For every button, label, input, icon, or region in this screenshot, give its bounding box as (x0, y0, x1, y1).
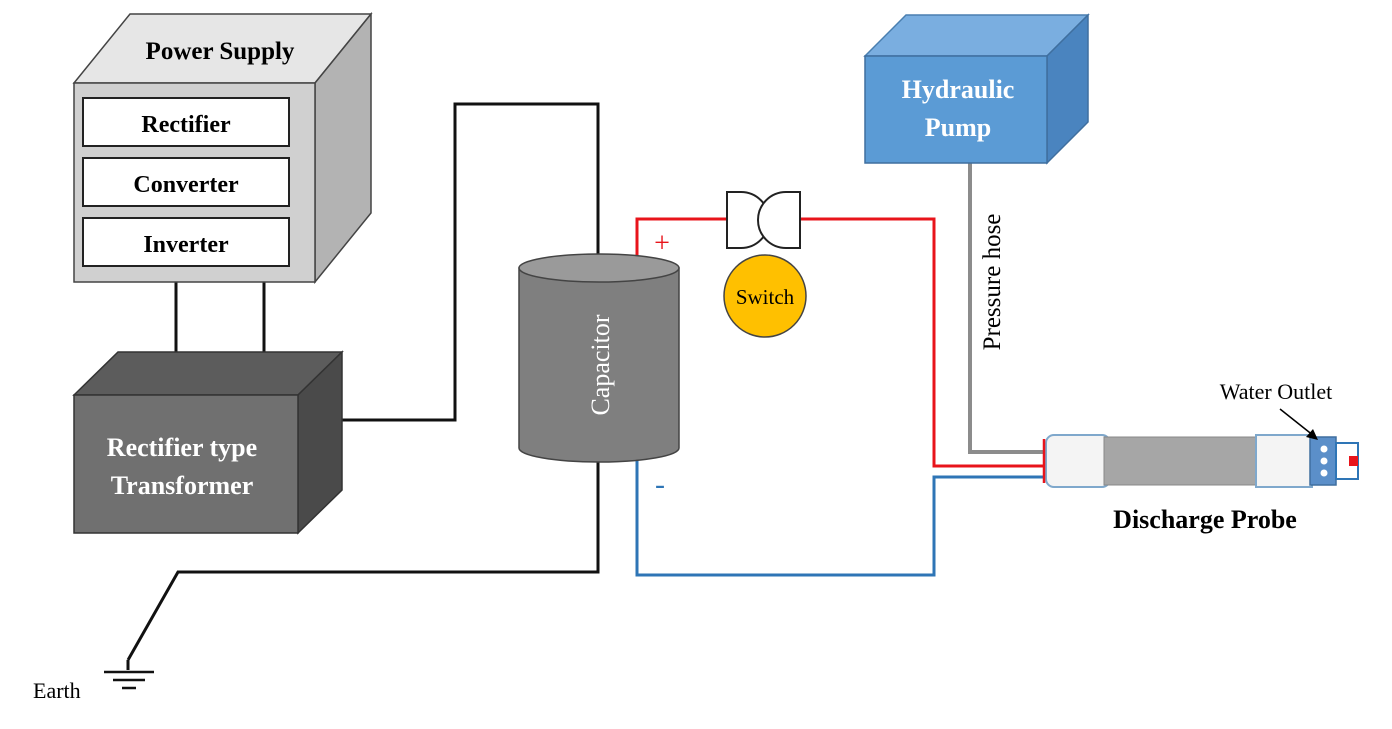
water-outlet-label: Water Outlet (1220, 379, 1332, 404)
pump-front-face (864, 55, 1048, 164)
transformer-front-face (73, 394, 299, 534)
switch-label: Switch (736, 285, 795, 309)
outlet-hole (1320, 445, 1328, 453)
probe-right-segment (1255, 434, 1313, 488)
wires (126, 102, 1048, 661)
positive-wire-left (635, 217, 731, 262)
discharge-probe: Discharge Probe (1042, 434, 1359, 534)
pressure-hose (968, 160, 1048, 454)
probe-left-segment (1045, 434, 1111, 488)
inverter-module (82, 217, 290, 267)
outlet-hole (1320, 469, 1328, 477)
power-supply-title: Power Supply (146, 38, 295, 65)
outlet-hole (1320, 457, 1328, 465)
rectifier-transformer: Rectifier type Transformer (72, 350, 344, 535)
converter-module (82, 157, 290, 207)
converter-module-label: Converter (133, 172, 239, 198)
negative-wire (635, 455, 1048, 577)
probe-electrode-tip (1349, 456, 1358, 466)
pump-label-line2: Pump (925, 113, 991, 142)
transformer-label-line1: Rectifier type (107, 433, 257, 462)
capacitor-minus-sign: - (655, 468, 665, 501)
probe-middle-segment (1103, 436, 1261, 486)
pressure-hose-label: Pressure hose (979, 214, 1006, 351)
water-outlet-callout: Water Outlet (1220, 379, 1332, 440)
capacitor-plus-sign: + (654, 228, 670, 259)
spark-gap-right-electrode (757, 191, 801, 249)
capacitor-top (518, 253, 680, 283)
transformer-top-face (72, 351, 344, 396)
earth-label: Earth (33, 678, 81, 703)
rectifier-module (82, 97, 290, 147)
rectifier-module-label: Rectifier (141, 112, 231, 138)
hydraulic-pump: Hydraulic Pump (863, 13, 1090, 165)
discharge-probe-label: Discharge Probe (1113, 505, 1297, 534)
power-supply: Power Supply Rectifier Converter Inverte… (72, 11, 373, 285)
capacitor: Capacitor + - (518, 228, 680, 501)
capacitor-body (518, 267, 680, 463)
water-outlet-arrow-line (1279, 408, 1315, 437)
inverter-module-label: Inverter (143, 232, 229, 258)
spark-gap: Switch (723, 191, 807, 338)
transformer-label-line2: Transformer (111, 471, 253, 500)
pump-label-line1: Hydraulic (902, 75, 1015, 104)
water-outlet-arrow-head (1306, 429, 1318, 440)
earth-ground: Earth (33, 660, 154, 703)
transformer-capacitor-wire (342, 102, 600, 422)
positive-wire-right (796, 217, 1048, 468)
switch-circle (723, 254, 807, 338)
earth-wire (126, 455, 600, 661)
capacitor-label: Capacitor (586, 314, 615, 415)
